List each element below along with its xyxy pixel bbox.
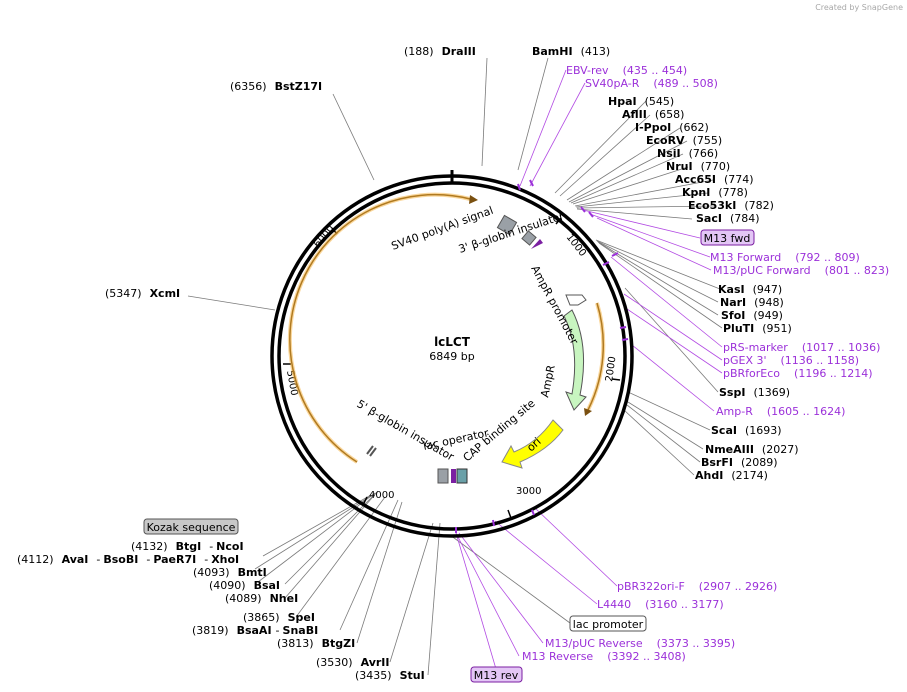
ampr-promoter-arrow — [565, 294, 587, 306]
feature-arcs — [287, 192, 606, 464]
site-i-ppoi: I-PpoI(662) — [635, 121, 709, 134]
primer-sv40pa-r: SV40pA-R(489 .. 508) — [585, 77, 718, 90]
primer-m13-puc-reverse: M13/pUC Reverse(3373 .. 3395) — [545, 637, 735, 650]
svg-text:Kozak sequence: Kozak sequence — [147, 521, 236, 534]
ring-tick-5000: 5000 — [283, 363, 299, 397]
site-bsai: (4090)BsaI — [209, 579, 280, 592]
site-xcmi: (5347)XcmI — [105, 287, 180, 300]
plasmid-name: lcLCT — [434, 335, 471, 349]
site-nsii: NsiI(766) — [657, 147, 718, 160]
site-avai-bsobi-paer7i-xhoi: (4112)AvaI-BsoBI-PaeR7I-XhoI — [17, 553, 239, 566]
feature-label-ampr: AmpR — [538, 363, 558, 398]
site-kpni: KpnI(778) — [682, 186, 748, 199]
site-aflii: AflII(658) — [622, 108, 684, 121]
site-bmti: (4093)BmtI — [193, 566, 267, 579]
site-stui: (3435)StuI — [355, 669, 425, 682]
ampr-arrow — [563, 309, 587, 411]
m13-rev-badge: M13 rev — [470, 666, 523, 683]
site-ecorv: EcoRV(755) — [646, 134, 722, 147]
ori-arrow — [501, 419, 564, 469]
site-kasi: KasI(947) — [718, 283, 782, 296]
plasmid-size: 6849 bp — [429, 350, 474, 363]
site-draiii: (188)DraIII — [404, 45, 476, 58]
primer-m13-puc-forward: M13/pUC Forward(801 .. 823) — [713, 264, 889, 277]
primer-pbr322ori-f: pBR322ori-F(2907 .. 2926) — [617, 580, 777, 593]
snapgene-credit: Created by SnapGene — [815, 3, 903, 12]
lac-promoter-badge: lac promoter — [569, 615, 647, 632]
svg-text:M13 fwd: M13 fwd — [704, 232, 751, 245]
site-eco53ki: Eco53kI(782) — [688, 199, 774, 212]
site-bsaai-snabi: (3819)BsaAI-SnaBI — [192, 624, 318, 637]
site-btgi-ncoi: (4132)BtgI-NcoI — [131, 540, 244, 553]
primer-amp-r: Amp-R(1605 .. 1624) — [716, 405, 845, 418]
site-ahdi: AhdI(2174) — [695, 469, 768, 482]
ring-tick-3000: 3000 — [507, 486, 541, 519]
site-nrui: NruI(770) — [666, 160, 730, 173]
purple-marker — [531, 239, 543, 249]
primer-m13-forward: M13 Forward(792 .. 809) — [710, 251, 860, 264]
site-bstz17i: (6356)BstZ17I — [230, 80, 322, 93]
svg-text:2000: 2000 — [604, 356, 618, 383]
site-hpai: HpaI(545) — [608, 95, 674, 108]
primer-ticks — [455, 179, 629, 533]
lac-operator-box — [451, 469, 456, 483]
svg-text:M13 rev: M13 rev — [474, 669, 519, 682]
primer-connector-lines — [455, 69, 723, 670]
svg-text:3000: 3000 — [516, 486, 541, 497]
primer-pgex-3: pGEX 3'(1136 .. 1158) — [723, 354, 859, 367]
primer-ebv-rev: EBV-rev(435 .. 454) — [566, 64, 687, 77]
primer-prs-marker: pRS-marker(1017 .. 1036) — [723, 341, 880, 354]
primer-pbrforeco: pBRforEco(1196 .. 1214) — [723, 367, 873, 380]
site-nhei: (4089)NheI — [225, 592, 298, 605]
site-sfoi: SfoI(949) — [721, 309, 783, 322]
site-avrii: (3530)AvrII — [316, 656, 389, 669]
primer-m13-reverse: M13 Reverse(3392 .. 3408) — [522, 650, 686, 663]
globin-insulator-5 — [366, 445, 374, 455]
site-nari: NarI(948) — [720, 296, 784, 309]
cap-site-box — [437, 468, 449, 484]
site-btgzi: (3813)BtgZI — [277, 637, 355, 650]
svg-text:5000: 5000 — [284, 370, 299, 397]
ring-tick-2000: 2000 — [604, 356, 621, 383]
site-pluti: PluTI(951) — [723, 322, 792, 335]
primer-l4440: L4440(3160 .. 3177) — [597, 598, 724, 611]
lac-promoter-box — [456, 468, 468, 484]
site-bamhi: BamHI(413) — [532, 45, 610, 58]
site-saci: SacI(784) — [696, 212, 760, 225]
ring-tick-4000: 4000 — [362, 490, 394, 506]
m13-fwd-badge: M13 fwd — [700, 229, 755, 246]
site-acc65i: Acc65I(774) — [675, 173, 754, 186]
backbone — [270, 170, 634, 538]
inner-features — [366, 214, 587, 484]
sv40-polya-box — [496, 214, 518, 236]
svg-text:lac promoter: lac promoter — [573, 618, 644, 631]
site-nmeaiii: NmeAIII(2027) — [705, 443, 799, 456]
feature-label-globin-5: 5' β-globin insulator — [355, 397, 457, 463]
site-spei: (3865)SpeI — [243, 611, 315, 624]
site-scai: ScaI(1693) — [711, 424, 782, 437]
kozak-badge: Kozak sequence — [143, 518, 239, 535]
site-bsrfi: BsrFI(2089) — [701, 456, 778, 469]
site-sspi: SspI(1369) — [719, 386, 790, 399]
globin-insulator-3-box — [521, 230, 537, 246]
svg-text:4000: 4000 — [369, 490, 394, 501]
